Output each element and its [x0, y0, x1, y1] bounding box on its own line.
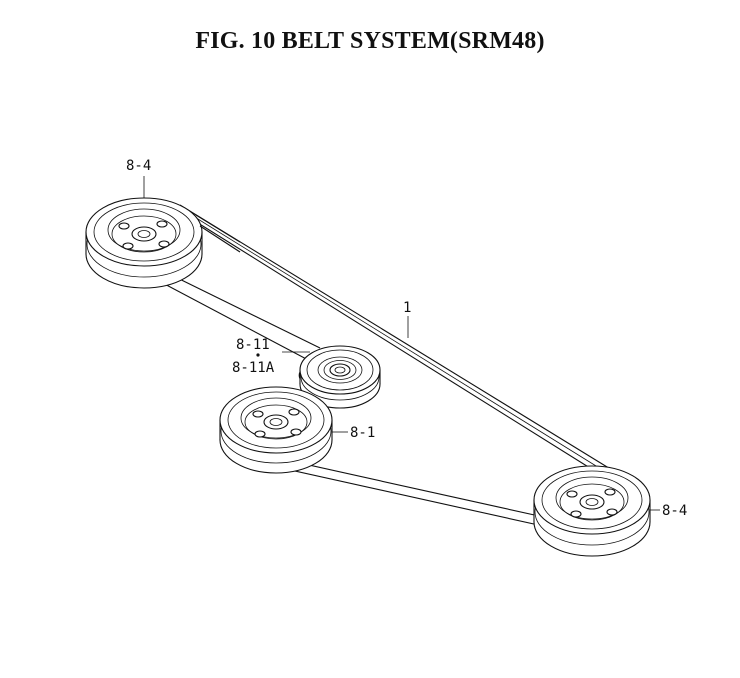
callout-idler-2: 8-11A — [232, 360, 275, 376]
idler-pulley — [299, 345, 381, 409]
belt-overlay — [195, 214, 241, 253]
callout-pulley-bottom-right: 8-4 — [662, 503, 687, 519]
pulley-top-left — [85, 197, 203, 289]
leader-lines — [143, 176, 660, 511]
pulley-bottom-right — [533, 465, 651, 557]
callout-pulley-top-left: 8-4 — [126, 158, 151, 174]
callout-belt: 1 — [403, 300, 411, 316]
figure-title: FIG. 10 BELT SYSTEM(SRM48) — [195, 28, 545, 54]
callout-dot — [256, 353, 260, 357]
callout-idler-1: 8-11 — [236, 337, 270, 353]
drive-pulley — [219, 386, 333, 474]
callout-drive-pulley: 8-1 — [350, 425, 375, 441]
